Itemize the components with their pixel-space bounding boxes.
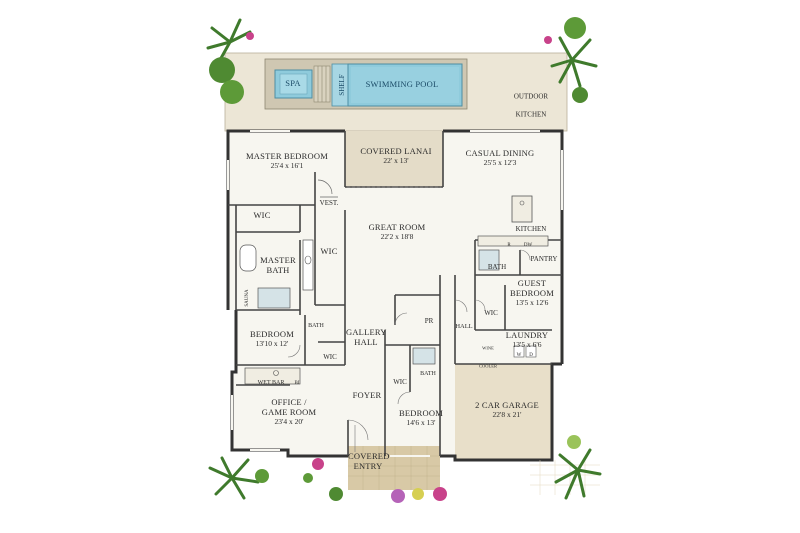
great-room-label: GREAT ROOM: [368, 221, 426, 232]
pool-steps: [313, 65, 331, 103]
shrub-top-left-2: [220, 80, 244, 104]
master-vanity: [302, 239, 314, 291]
wet-bar-sink: [273, 370, 279, 376]
flower-bed-entry-3: [433, 487, 447, 501]
flower-bed-entry: [391, 489, 405, 503]
shrub-top-left: [209, 57, 235, 83]
wet-bar-label: WET BAR: [257, 379, 285, 386]
bedroom-3-dims: 14'6 x 13': [406, 417, 436, 427]
washer-label: W: [516, 352, 522, 358]
island-sink: [519, 200, 525, 206]
guest-bedroom-dims: 13'5 x 12'6: [515, 297, 549, 307]
wic-guest-label: WIC: [484, 308, 498, 317]
hall-label: HALL: [455, 322, 473, 330]
bedroom-2-label: BEDROOM: [250, 328, 294, 339]
laundry-label: LAUNDRY: [505, 329, 549, 340]
bedroom-3-label: BEDROOM: [399, 407, 443, 418]
shrub-top-right: [564, 17, 586, 39]
wic-master-closet-label: WIC: [253, 210, 271, 221]
master-bedroom-dims: 25'4 x 16'1: [270, 160, 304, 170]
kitchen-island: [511, 195, 533, 223]
shrub-bottom-left: [255, 469, 269, 483]
bath-bedroom3-label: BATH: [420, 370, 436, 377]
entry-paver-grid: [348, 446, 440, 490]
shrub-bottom-right: [567, 435, 581, 449]
casual-dining-label: CASUAL DINING: [465, 147, 535, 158]
landscaping: [206, 17, 602, 503]
pantry-label: PANTRY: [530, 254, 558, 263]
flower-bed-entry-2: [412, 488, 424, 500]
interior-walls: [228, 131, 562, 456]
windows: [227, 130, 563, 457]
office-label: OFFICE / GAME ROOM: [261, 396, 317, 417]
wic-bedroom2-label: WIC: [323, 352, 337, 361]
shelf-label: SHELF: [337, 74, 346, 96]
dishwasher-label: DW: [523, 242, 533, 248]
guest-bedroom-label: GUEST BEDROOM: [510, 277, 554, 298]
covered-lanai-label: COVERED LANAI: [360, 145, 432, 156]
bedroom-2-dims: 13'10 x 12': [255, 338, 289, 348]
kitchen-counter: [477, 235, 549, 247]
foyer-label: FOYER: [352, 390, 382, 401]
flower-top-right: [544, 36, 552, 44]
spa-label: SPA: [285, 78, 301, 89]
shrub-entry-left: [303, 473, 313, 483]
guest-bath-tub: [478, 249, 500, 271]
covered-lanai-dims: 22' x 13': [383, 155, 409, 165]
vest-label: VEST.: [319, 198, 339, 207]
master-shower: [257, 287, 291, 309]
spa-inner: [279, 73, 308, 95]
wine-cooler-label: WINE COOLER: [479, 345, 497, 369]
fridge-label: R: [507, 242, 511, 248]
palm-top-right: [550, 36, 598, 88]
laundry-dims: 13'5 x 6'6: [512, 339, 542, 349]
casual-dining-dims: 25'5 x 12'3: [483, 157, 517, 167]
bath3-shower: [412, 347, 436, 365]
dryer-label: D: [529, 352, 533, 358]
wic-bedroom3-label: WIC: [393, 377, 407, 386]
powder-room-label: PR: [424, 316, 434, 325]
wic-master-bath-label: WIC: [320, 246, 338, 257]
shrub-right: [572, 87, 588, 103]
kitchen-label: KITCHEN: [515, 224, 547, 233]
sauna-label: SAUNA: [244, 289, 250, 307]
outdoor-kitchen-label: OUTDOOR KITCHEN: [513, 92, 549, 119]
gallery-hall-label: GALLERY HALL: [346, 327, 387, 347]
dryer-box: [525, 345, 537, 358]
garage-floor: [455, 364, 552, 460]
door-swings: [287, 249, 531, 452]
wet-bar-counter: [244, 367, 301, 385]
bath-bedroom2-label: BATH: [308, 322, 324, 329]
palm-bottom-left: [208, 456, 260, 500]
covered-lanai-floor: [345, 131, 443, 187]
shrub-entry-left-2: [329, 487, 343, 501]
covered-entry-floor: [348, 446, 440, 490]
palm-bottom-right: [554, 448, 602, 500]
wet-bar-appliance-label: BI: [294, 380, 300, 386]
master-sink: [304, 255, 312, 265]
office-dims: 23'4 x 20': [274, 416, 304, 426]
flower-top-left: [246, 32, 254, 40]
master-tub: [239, 244, 257, 272]
bath-guest-label: BATH: [487, 262, 507, 271]
covered-entry-label: COVERED ENTRY: [348, 451, 390, 471]
master-bath-label: MASTER BATH: [260, 255, 296, 275]
washer-box: [513, 345, 525, 358]
palm-top-left: [206, 18, 252, 62]
garage-dims: 22'8 x 21': [492, 409, 522, 419]
lanai-doors: [317, 179, 441, 198]
great-room-dims: 22'2 x 18'8: [380, 231, 414, 241]
pool-water-highlight: [351, 67, 459, 103]
master-bedroom-label: MASTER BEDROOM: [246, 150, 328, 161]
garage-label: 2 CAR GARAGE: [475, 399, 539, 410]
pool-label: SWIMMING POOL: [365, 79, 439, 90]
flower-bed-left: [312, 458, 324, 470]
